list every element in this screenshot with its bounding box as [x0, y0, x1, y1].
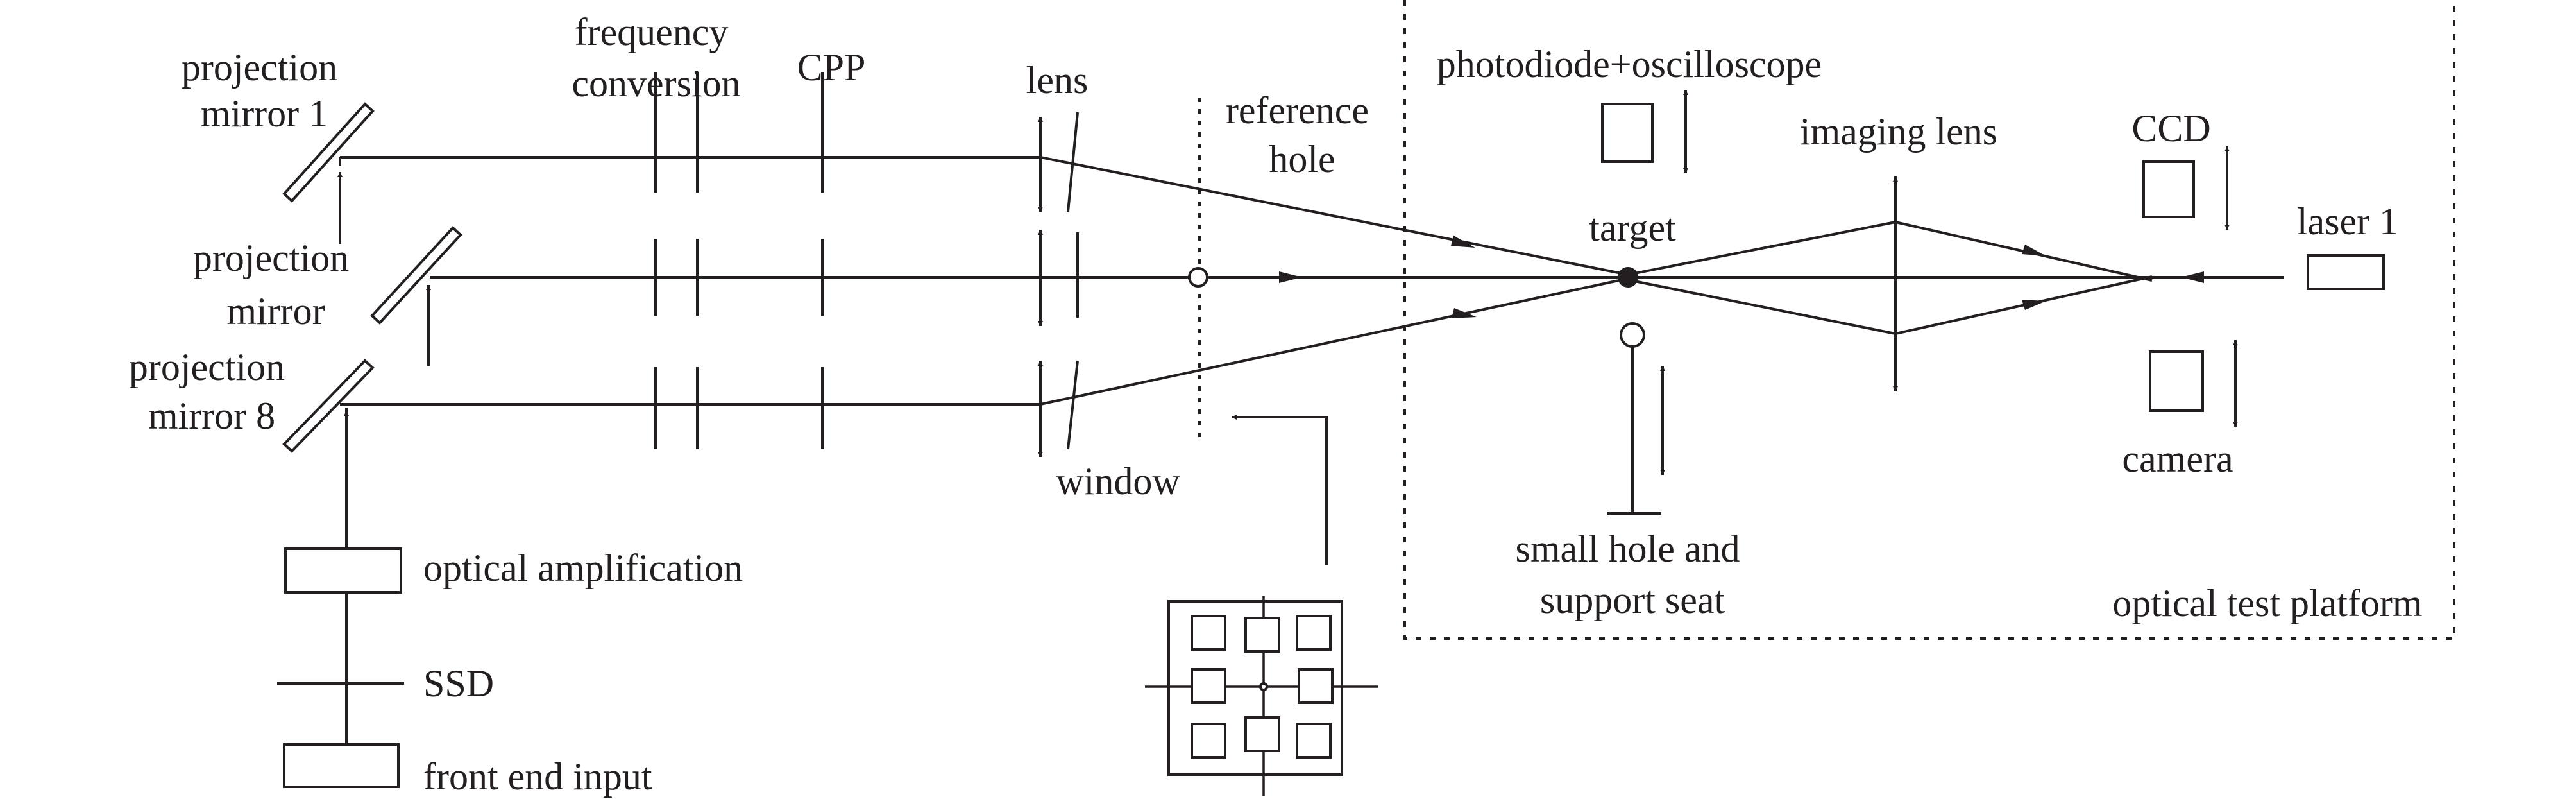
beam-2-arrowhead [1279, 271, 1302, 283]
label-photodiode-oscilloscope: photodiode+oscilloscope [1437, 43, 1822, 85]
label-ssd: SSD [423, 662, 494, 705]
window-3 [1067, 360, 1079, 450]
camera-box [2149, 350, 2204, 412]
label-laser-1: laser 1 [2297, 200, 2398, 243]
laser-1-arrowhead [2181, 271, 2204, 283]
label-optical-test-platform: optical test platform [2112, 582, 2422, 624]
projection-mirror-8 [282, 359, 375, 453]
projection-mirror-1 [282, 102, 375, 203]
reticle-pointer-arrow [1232, 415, 1328, 565]
front-end-input-box [283, 743, 400, 788]
label-small-hole-support-seat: small hole and support seat [1516, 528, 1750, 621]
label-projection-mirror: projection mirror [193, 237, 359, 332]
beam-1-converging [1040, 156, 1629, 276]
small-hole [1620, 322, 1645, 348]
imaging-ray-down-arrowhead [2022, 300, 2046, 310]
window-1 [1067, 112, 1079, 212]
optical-amplification-box [284, 547, 402, 594]
label-front-end-input: front end input [423, 755, 652, 798]
imaging-ray-up-1 [1627, 221, 1896, 276]
reference-hole [1188, 267, 1208, 288]
label-cpp: CPP [797, 46, 866, 89]
label-lens: lens [1026, 59, 1089, 101]
label-target: target [1589, 207, 1676, 249]
imaging-ray-down-1 [1627, 279, 1896, 335]
projection-mirror [370, 226, 462, 325]
target-dot [1618, 267, 1638, 288]
beam-3-arrowhead [1452, 308, 1477, 318]
optical-test-platform-boundary [1403, 0, 2455, 640]
label-ccd: CCD [2131, 107, 2210, 150]
label-projection-mirror-8: projection mirror 8 [129, 346, 294, 437]
beam-3-converging [1040, 277, 1629, 406]
label-reference-hole: reference hole [1226, 89, 1378, 180]
label-imaging-lens: imaging lens [1800, 110, 1997, 153]
imaging-ray-up-arrowhead [2022, 245, 2046, 256]
photodiode-box [1601, 103, 1654, 163]
beam-1-arrowhead [1451, 236, 1475, 248]
alignment-reticle [1145, 596, 1378, 796]
label-frequency-conversion: frequency conversion [572, 11, 740, 105]
label-optical-amplification: optical amplification [423, 547, 743, 589]
label-camera: camera [2122, 438, 2233, 480]
ccd-box [2142, 160, 2195, 218]
frequency-conversion-plates [654, 72, 699, 449]
laser-1-box [2307, 254, 2385, 290]
label-projection-mirror-1: projection mirror 1 [182, 46, 347, 135]
label-window: window [1056, 460, 1180, 503]
